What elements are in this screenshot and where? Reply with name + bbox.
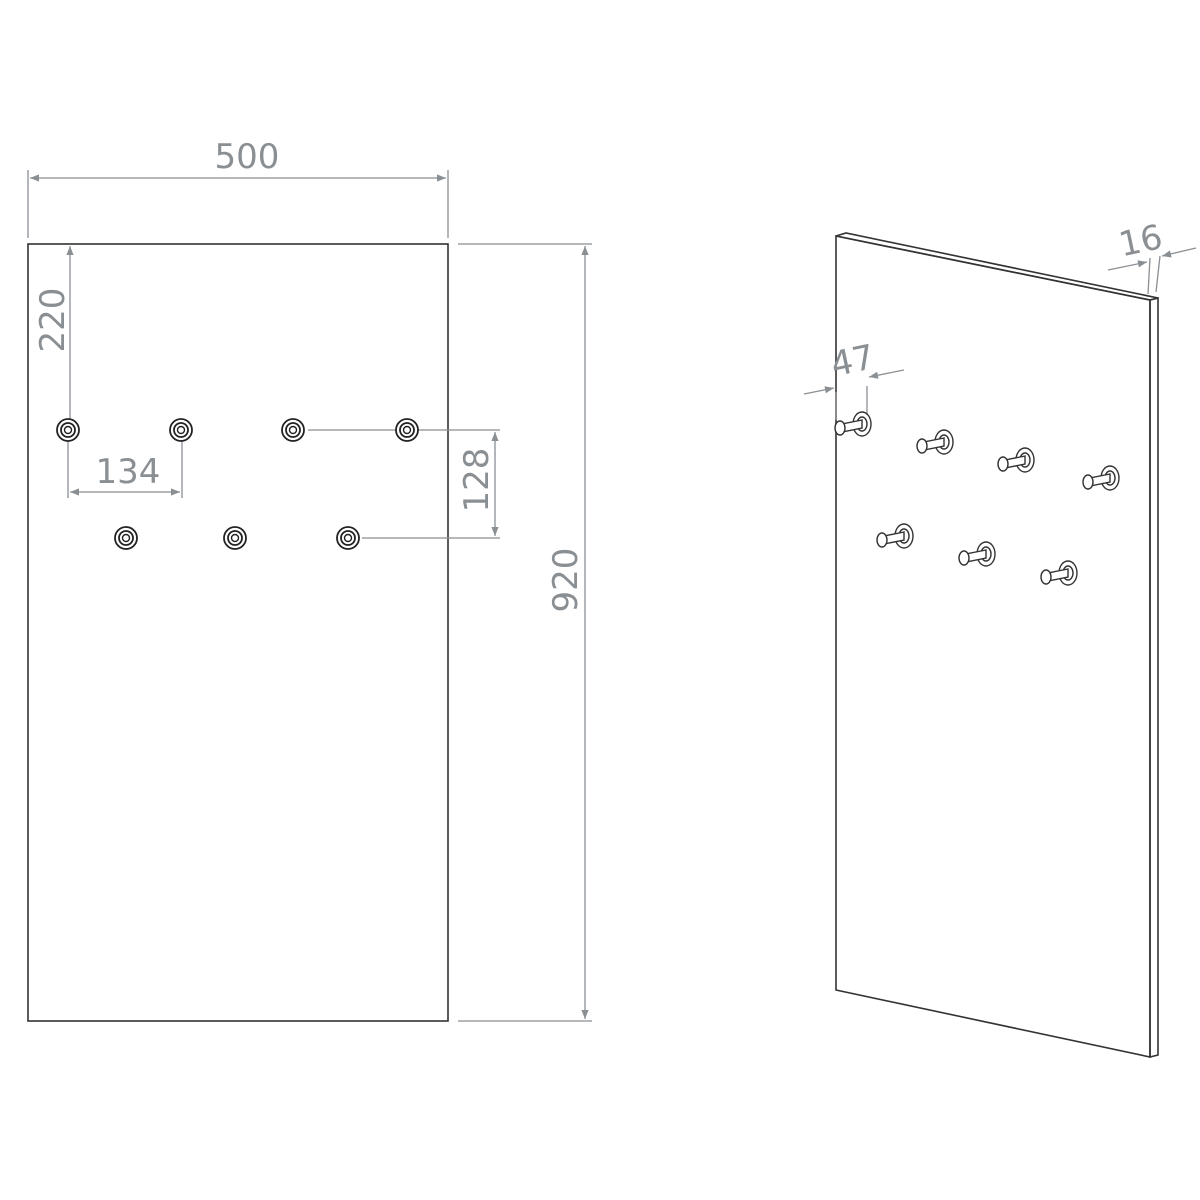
- iso-panel-top-edge: [835, 232, 1159, 301]
- front-view: 500 920 220 134 128: [27, 137, 592, 1022]
- coat-hook-icon: [395, 418, 419, 442]
- top-offset-dimension: 220: [33, 246, 74, 428]
- iso-hooks: [834, 411, 1120, 586]
- width-label: 500: [215, 137, 280, 177]
- coat-hook-icon: [834, 411, 872, 437]
- coat-hook-icon: [958, 541, 996, 567]
- iso-panel-face: [835, 235, 1151, 1058]
- width-dimension: 500: [27, 137, 449, 238]
- iso-panel-side-edge: [1149, 296, 1159, 1059]
- hook-spacing-dimension: 134: [67, 438, 183, 498]
- coat-hook-icon: [223, 526, 247, 550]
- height-dimension: 920: [458, 243, 592, 1022]
- hook-projection-label: 47: [827, 337, 878, 385]
- height-label: 920: [546, 548, 586, 613]
- coat-hook-icon: [997, 447, 1035, 473]
- coat-hook-icon: [916, 429, 954, 455]
- row-spacing-label: 128: [457, 448, 497, 513]
- front-panel-outline: [27, 243, 449, 1022]
- hook-projection-dimension: 47: [803, 337, 905, 420]
- coat-hook-icon: [1040, 560, 1078, 586]
- coat-hook-icon: [876, 523, 914, 549]
- top-offset-label: 220: [33, 288, 73, 353]
- thickness-label: 16: [1115, 217, 1166, 265]
- coat-hook-icon: [281, 418, 305, 442]
- coat-hook-icon: [114, 526, 138, 550]
- thickness-dimension: 16: [1107, 217, 1197, 295]
- coat-hook-icon: [1082, 465, 1120, 491]
- front-hooks: [56, 418, 419, 550]
- hook-spacing-label: 134: [96, 452, 161, 492]
- coat-hook-icon: [336, 526, 360, 550]
- coat-hook-icon: [169, 418, 193, 442]
- coat-hook-icon: [56, 418, 80, 442]
- iso-view: 16 47: [803, 217, 1197, 1059]
- row-spacing-dimension: 128: [308, 429, 500, 539]
